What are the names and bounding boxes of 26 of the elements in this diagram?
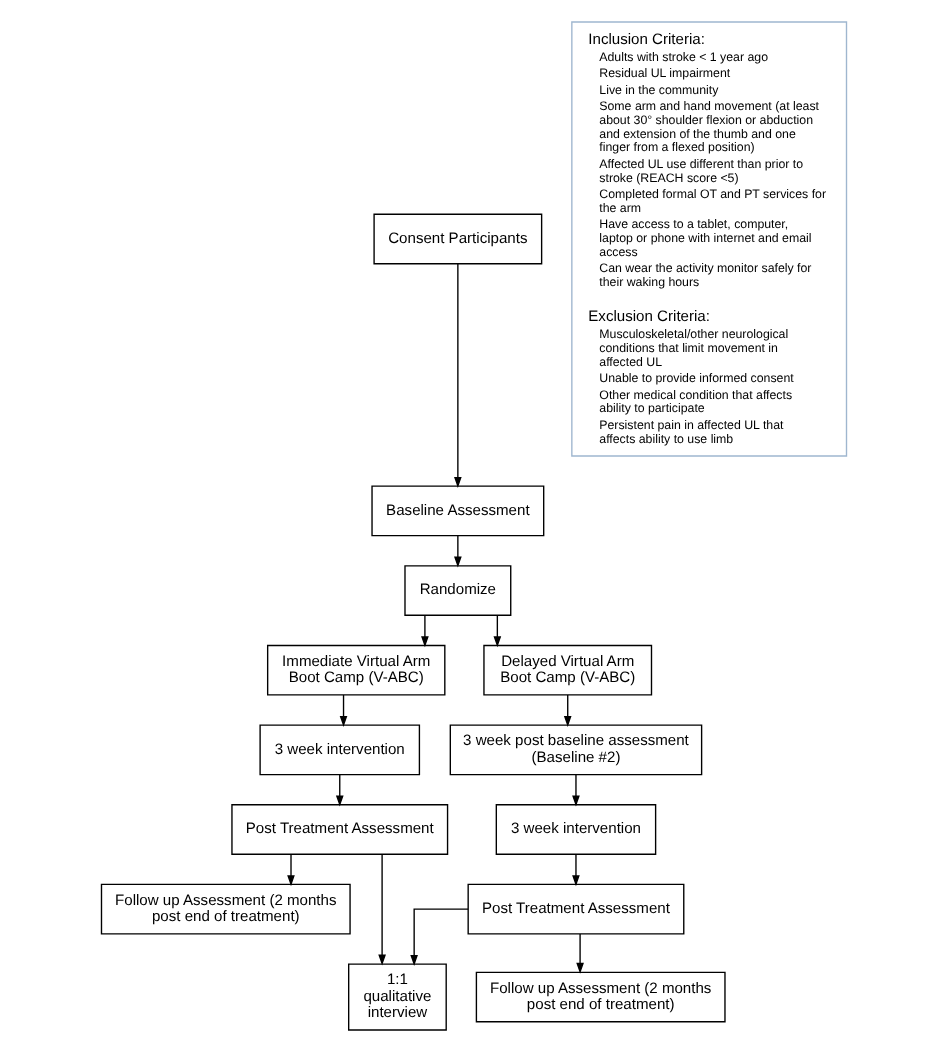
- node-box: Consent Participants: [373, 213, 543, 265]
- arrow: [421, 614, 429, 648]
- node-box: 3 week intervention: [259, 724, 421, 776]
- arrow: [287, 853, 295, 887]
- arrow: [410, 908, 469, 966]
- arrow: [572, 773, 580, 807]
- node-box: 3 week post baseline assessment (Baseline #2): [449, 724, 703, 776]
- arrow: [572, 853, 580, 887]
- arrow: [454, 263, 462, 488]
- arrow: [454, 534, 462, 568]
- node-box: 1:1 qualitative interview: [348, 963, 447, 1031]
- node-box: 3 week intervention: [495, 804, 657, 855]
- arrow: [493, 614, 502, 648]
- node-box: Delayed Virtual Arm Boot Camp (V-ABC): [483, 644, 653, 696]
- node-box: Post Treatment Assessment: [467, 883, 685, 935]
- node-box: Follow up Assessment (2 months post end of treatment): [100, 883, 351, 935]
- node-box: Follow up Assessment (2 months post end of treatment): [475, 971, 726, 1023]
- node-box: Randomize: [404, 565, 512, 616]
- node-box: Baseline Assessment: [371, 485, 545, 537]
- arrow: [335, 773, 344, 807]
- node-box: Post Treatment Assessment: [231, 804, 449, 855]
- node-box: Immediate Virtual Arm Boot Camp (V-ABC): [266, 644, 446, 696]
- arrow: [378, 853, 386, 966]
- arrow: [576, 933, 584, 974]
- arrow: [563, 694, 572, 727]
- arrow: [339, 694, 348, 727]
